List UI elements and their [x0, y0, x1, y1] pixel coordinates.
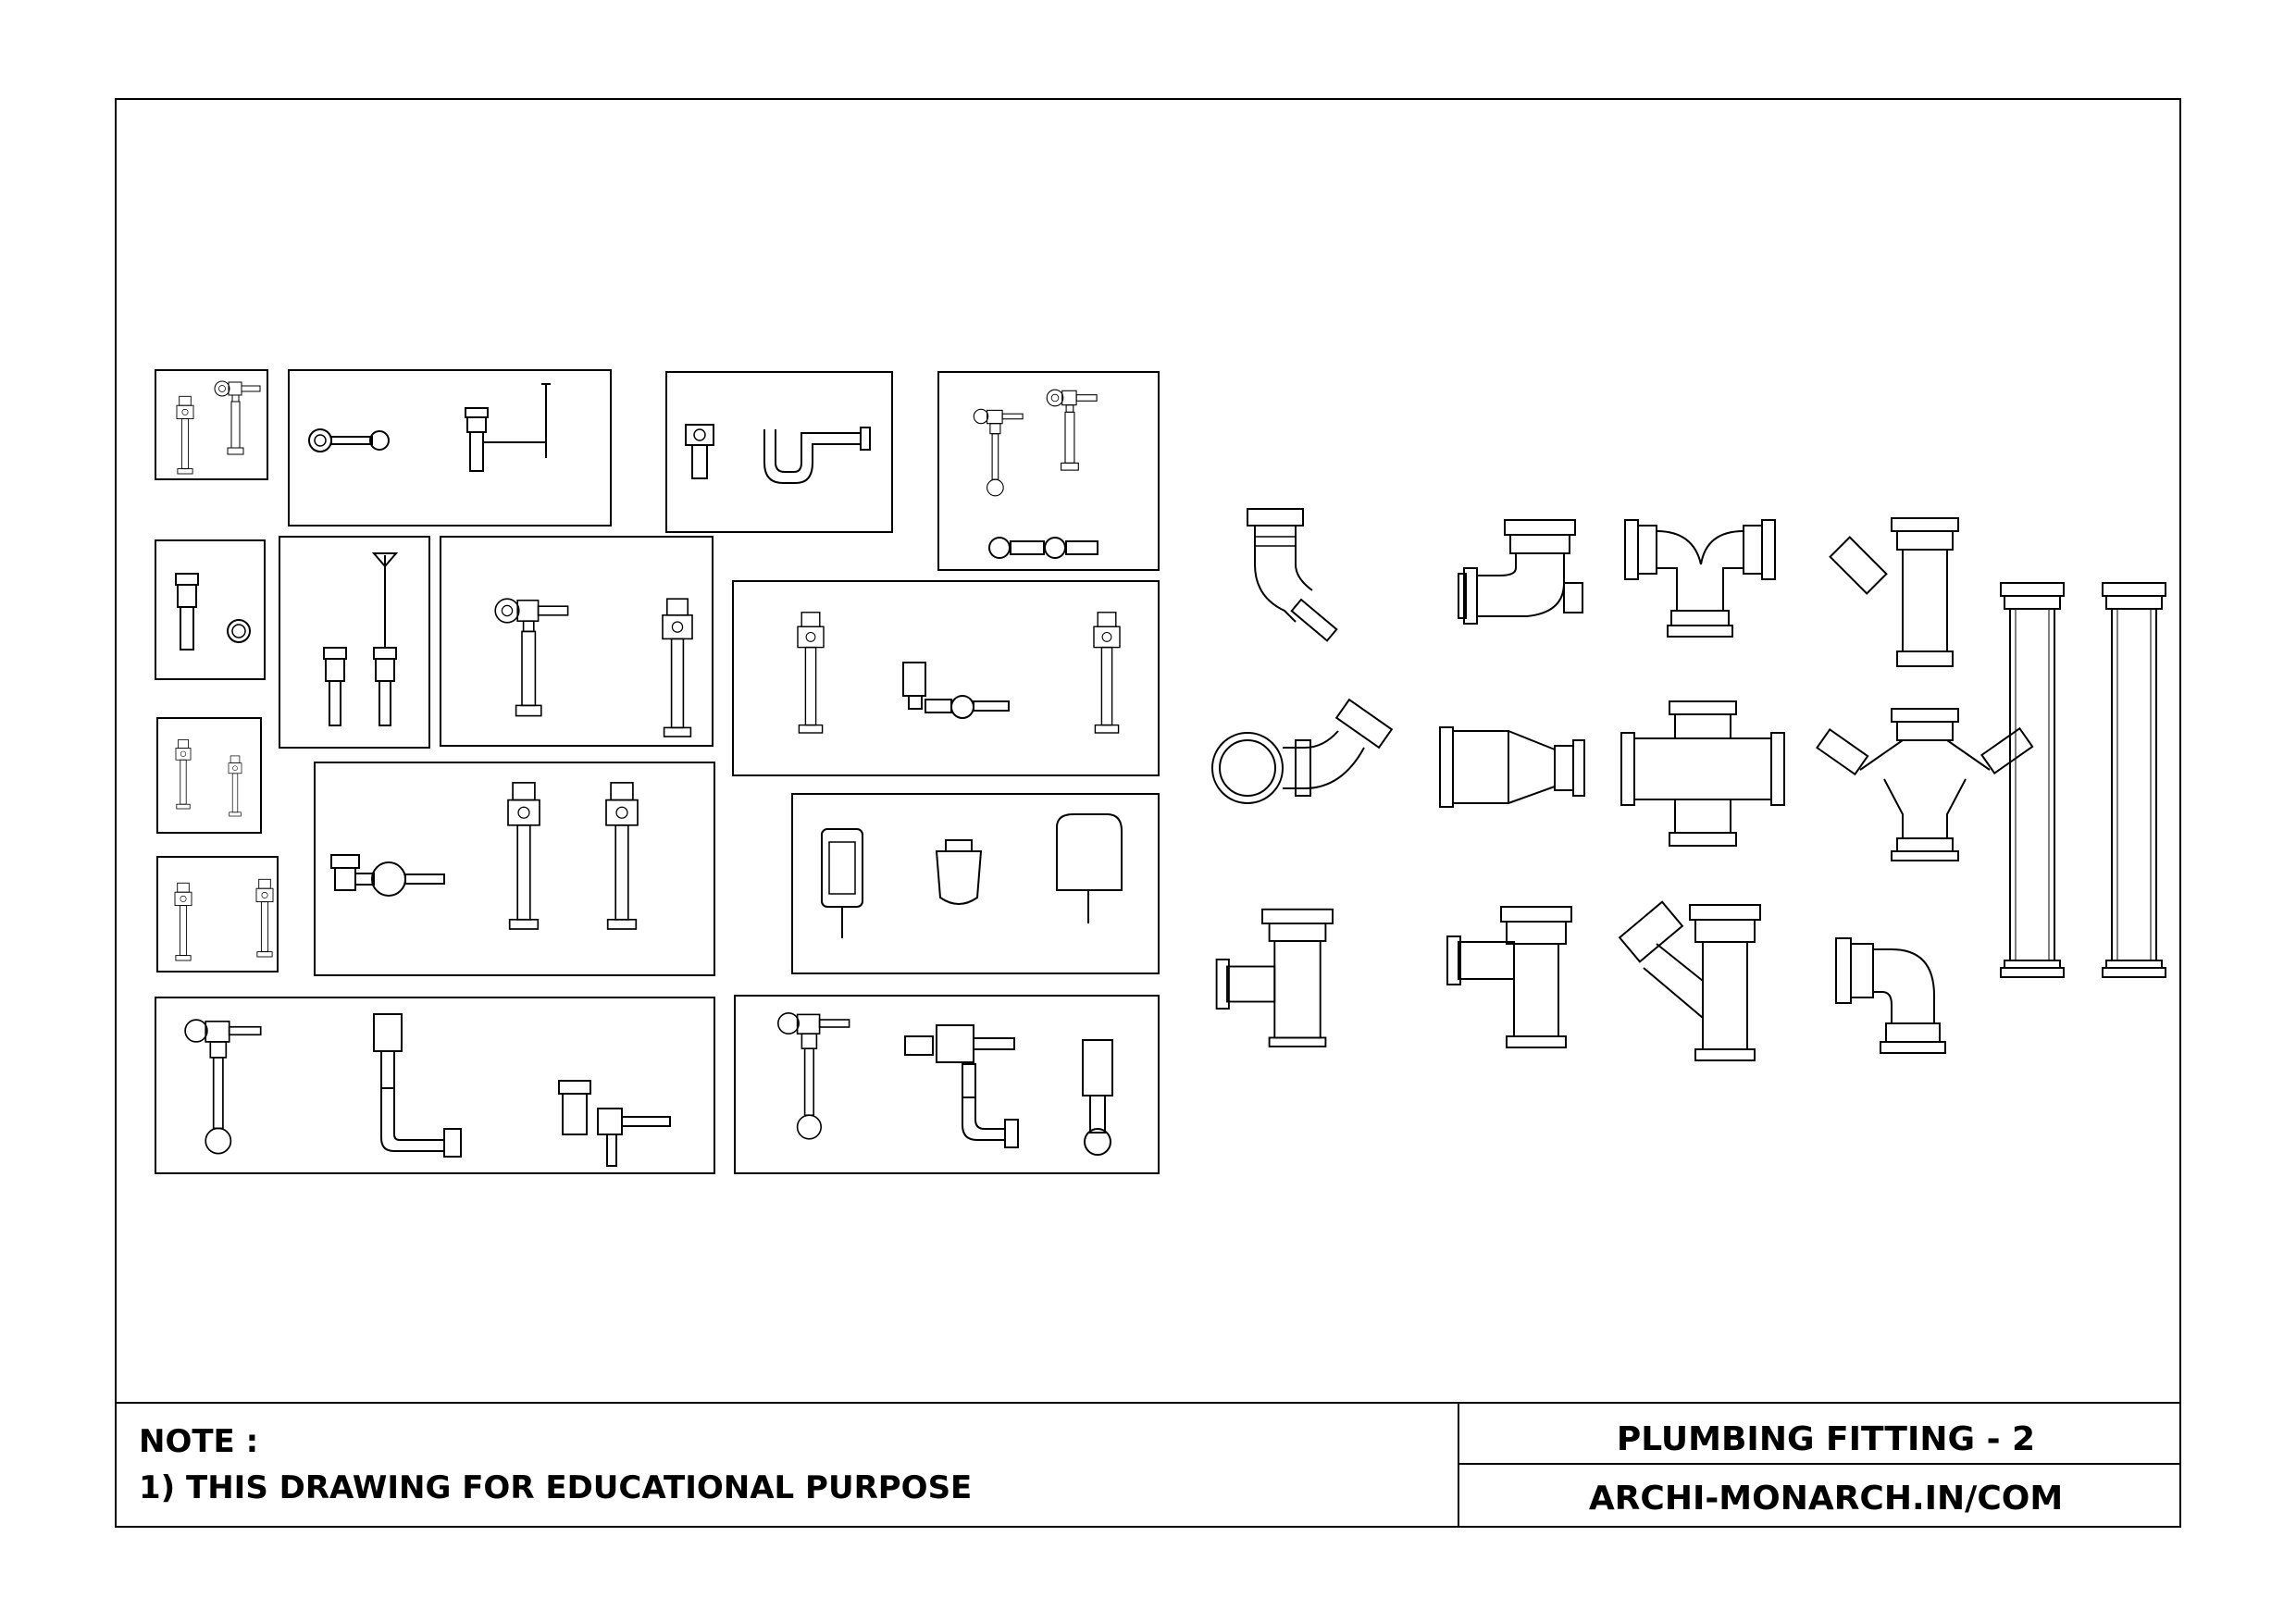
- tee-side-inlet-icon: [1215, 908, 1334, 1047]
- tee-icon: [1446, 906, 1572, 1048]
- tailpiece-icon: [685, 424, 714, 479]
- sensor-unit-set: [791, 793, 1160, 974]
- wye-branch-icon: [1829, 517, 1959, 667]
- valve-handle-icon: [174, 882, 192, 961]
- cross-icon: [1620, 700, 1785, 847]
- 45-degree-elbow-icon: [1247, 508, 1338, 642]
- valve-side-icon: [228, 755, 242, 817]
- valve-pair-9: [156, 717, 262, 834]
- 90-degree-elbow-with-port-icon: [1458, 519, 1583, 625]
- flush-valve-set-10: [314, 762, 715, 976]
- valve-front-icon: [175, 739, 192, 810]
- flush-valve-pair-1: [155, 369, 268, 480]
- flush-valve-front-icon: [176, 395, 194, 475]
- pop-up-waste-icon: [465, 383, 551, 472]
- sheet-border: [115, 98, 2181, 1528]
- drain-assembly-icon: [373, 647, 397, 726]
- flush-valve-side-icon: [662, 598, 693, 737]
- pop-up-rod-icon: [371, 552, 399, 648]
- drain-tailpiece-set: [155, 539, 266, 680]
- flush-valve-set-8: [732, 580, 1160, 776]
- waste-drain-set: [288, 369, 612, 527]
- website-label: ARCHI-MONARCH.IN/COM: [1588, 1480, 2064, 1518]
- flush-valve-riser-icon: [605, 782, 639, 930]
- double-wye-icon: [1816, 708, 2034, 861]
- p-trap-set: [665, 371, 893, 533]
- reducer-icon: [1439, 726, 1585, 808]
- straight-pipe-long-icon: [2102, 582, 2166, 978]
- flush-valve-loop-icon: [1082, 1039, 1113, 1156]
- drain-assembly-icon: [323, 647, 347, 726]
- valve-side-icon: [255, 878, 274, 958]
- flush-valve-set-14: [734, 995, 1160, 1174]
- valve-pair-11: [156, 856, 279, 973]
- sanitary-tee-double-icon: [1624, 519, 1776, 638]
- drain-plan-icon: [227, 619, 251, 643]
- sensor-box-icon: [821, 828, 863, 938]
- flush-valve-riser-icon: [797, 612, 825, 734]
- strainer-tailpiece-icon: [175, 573, 199, 650]
- sensor-housing-icon: [1056, 813, 1123, 923]
- drain-plug-chain-icon: [308, 428, 390, 452]
- flush-valve-top-icon: [973, 408, 1024, 497]
- flush-valve-vertical-icon: [1046, 389, 1098, 471]
- flush-valve-offset-icon: [373, 1013, 462, 1158]
- flush-valve-set-7: [440, 536, 714, 747]
- flush-valve-side-riser-icon: [1093, 612, 1121, 734]
- flush-valve-plan-icon: [988, 537, 1098, 559]
- street-elbow-icon: [1211, 698, 1394, 804]
- flush-valve-riser-icon: [507, 782, 540, 930]
- flush-valve-set-13: [155, 997, 715, 1174]
- flush-valve-horizontal-icon: [330, 854, 445, 897]
- flush-valve-ball-icon: [776, 1012, 850, 1140]
- wye-45-icon: [1618, 900, 1761, 1061]
- p-trap-icon: [763, 427, 871, 484]
- flush-valve-horizontal-icon: [902, 662, 1010, 719]
- note-line: 1) THIS DRAWING FOR EDUCATIONAL PURPOSE: [139, 1469, 973, 1506]
- flush-valve-horizontal-icon: [558, 1080, 671, 1167]
- 90-degree-elbow-icon: [1835, 937, 1946, 1054]
- note-heading: NOTE :: [139, 1423, 259, 1460]
- flush-valve-offset-icon: [904, 1024, 1019, 1148]
- pop-up-rod-set: [279, 536, 430, 749]
- flush-valve-handle-icon: [494, 598, 569, 717]
- sensor-cap-icon: [935, 839, 983, 905]
- flush-valve-set-4: [937, 371, 1160, 571]
- straight-pipe-long-icon: [2000, 582, 2065, 978]
- flush-valve-side-icon: [214, 380, 261, 455]
- sheet-title: PLUMBING FITTING - 2: [1616, 1420, 2036, 1458]
- flush-valve-ball-icon: [184, 1019, 262, 1155]
